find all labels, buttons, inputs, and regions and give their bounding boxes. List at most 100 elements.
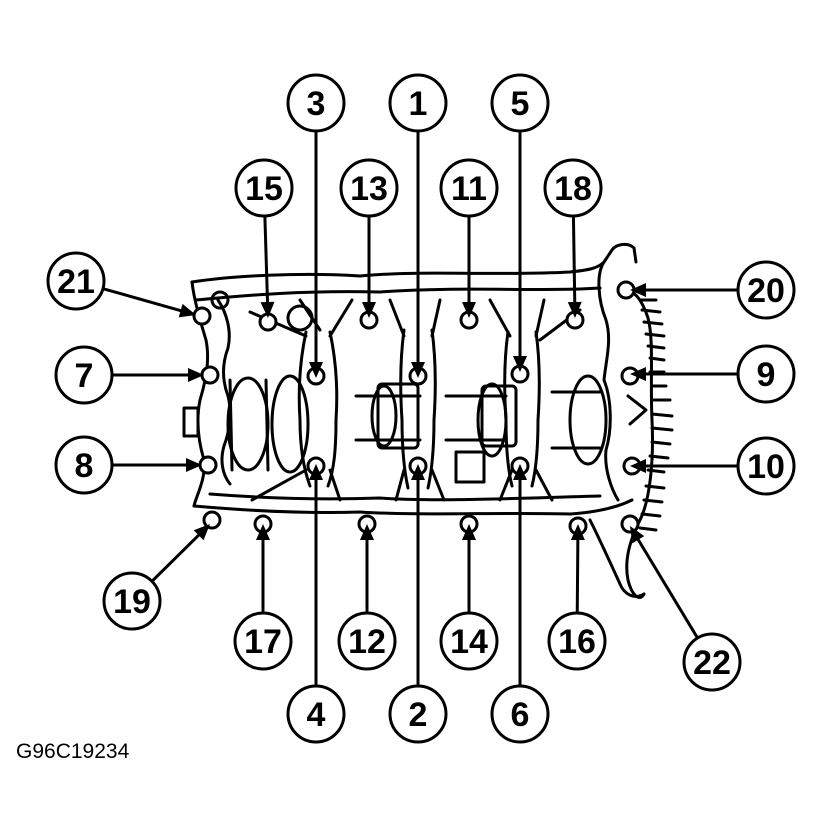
callout-3: 3 [286,73,346,133]
callout-circle-11 [439,158,499,218]
callout-circle-20 [736,260,796,320]
callout-circle-17 [233,611,293,671]
callout-14: 14 [439,611,499,671]
callout-label-12: 12 [348,623,386,661]
callout-9: 9 [736,344,796,404]
callout-label-20: 20 [747,272,785,310]
callout-5: 5 [490,73,550,133]
callout-12: 12 [337,611,397,671]
callout-22: 22 [682,632,742,692]
callout-1: 1 [388,73,448,133]
leader-line-18 [571,215,577,305]
arrowhead-1 [411,362,425,378]
callout-21: 21 [46,251,106,311]
callout-circle-2 [388,684,448,744]
callout-label-6: 6 [511,696,530,734]
engine-block-drawing [182,242,674,599]
callout-2: 2 [388,684,448,744]
callout-label-8: 8 [75,447,94,485]
bolt-21 [192,306,212,326]
callout-label-3: 3 [307,85,326,123]
callout-label-17: 17 [244,623,282,661]
callout-circle-8 [54,435,114,495]
callout-circle-14 [439,611,499,671]
arrowhead-4 [309,464,323,480]
leader-line-16 [575,537,580,614]
callout-circle-13 [339,158,399,218]
arrowhead-19 [193,524,210,541]
bolt-8 [198,455,218,475]
callout-circle-10 [736,436,796,496]
callout-15: 15 [234,158,294,218]
arrowhead-11 [462,302,476,318]
arrowhead-13 [362,302,376,318]
arrowhead-20 [630,283,646,297]
arrowhead-22 [630,526,645,544]
callout-label-9: 9 [757,356,776,394]
callout-label-10: 10 [747,448,785,486]
leader-line-21 [102,287,183,313]
arrowhead-10 [630,459,646,473]
callout-circle-9 [736,344,796,404]
arrowhead-9 [630,367,646,381]
callout-8: 8 [54,435,114,495]
callout-13: 13 [339,158,399,218]
callout-label-13: 13 [350,170,388,208]
arrowhead-16 [570,524,585,541]
arrowhead-14 [462,524,476,540]
callout-circle-6 [490,684,550,744]
arrowhead-21 [178,303,196,318]
callout-17: 17 [233,611,293,671]
callout-label-1: 1 [409,85,428,123]
callout-4: 4 [286,684,346,744]
bolt-7 [200,365,220,385]
arrowhead-3 [309,362,323,378]
bolt-19 [202,510,222,530]
leader-line-19 [150,532,202,583]
callout-circle-3 [286,73,346,133]
arrowhead-2 [411,464,425,480]
callout-18: 18 [543,158,603,218]
bolt-22 [620,514,640,534]
callout-label-5: 5 [511,85,530,123]
arrowhead-8 [186,458,202,472]
arrowhead-12 [360,524,374,540]
callout-circle-19 [102,571,162,631]
arrowhead-15 [260,301,275,318]
callout-circle-12 [337,611,397,671]
callout-circle-4 [286,684,346,744]
callout-label-21: 21 [57,263,95,301]
callout-10: 10 [736,436,796,496]
callout-circle-22 [682,632,742,692]
callout-label-19: 19 [113,583,151,621]
leader-line-15 [263,215,270,305]
callout-label-15: 15 [245,170,283,208]
callout-label-14: 14 [450,623,488,661]
arrowhead-17 [256,524,270,540]
callout-19: 19 [102,571,162,631]
callout-label-2: 2 [409,696,428,734]
callout-label-18: 18 [554,170,592,208]
leader-lines [102,131,738,686]
callout-circle-15 [234,158,294,218]
callout-16: 16 [547,611,607,671]
callout-7: 7 [54,345,114,405]
arrowhead-6 [513,464,527,480]
callout-20: 20 [736,260,796,320]
callout-circle-18 [543,158,603,218]
callout-circle-5 [490,73,550,133]
callout-circle-7 [54,345,114,405]
leader-line-22 [635,537,699,639]
callout-label-11: 11 [451,170,487,208]
callout-circle-16 [547,611,607,671]
arrowhead-5 [513,356,527,372]
callout-circle-1 [388,73,448,133]
callout-label-7: 7 [75,357,94,395]
callout-circle-21 [46,251,106,311]
arrowhead-7 [188,368,204,382]
callout-label-4: 4 [307,696,326,734]
callout-11: 11 [439,158,499,218]
callout-label-22: 22 [693,644,731,682]
